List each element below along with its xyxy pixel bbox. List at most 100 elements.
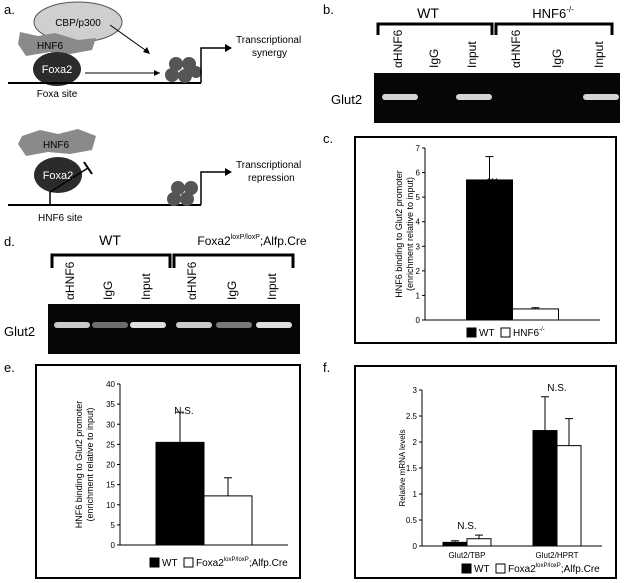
- gel-d-group2-label: Foxa2loxP/loxP;Alfp.Cre: [197, 234, 307, 248]
- f-bar-1-1: [556, 445, 582, 547]
- c-annotation-0: ***: [487, 177, 499, 188]
- e-y-label-line2: (enrichment relative to input): [85, 407, 95, 521]
- c-y-tick-label-0: 0: [416, 316, 421, 325]
- e-y-tick-label-2: 10: [106, 501, 115, 510]
- f-category-label-1: Glut2/HPRT: [536, 551, 579, 560]
- e-legend-label-0: WT: [162, 558, 178, 569]
- c-y-tick-label-7: 7: [416, 144, 421, 153]
- c-y-tick-label-4: 4: [416, 218, 421, 227]
- gel-b-bracket-1: [376, 22, 494, 35]
- d-band-4: [216, 322, 252, 328]
- c-y-tick-label-1: 1: [416, 291, 421, 300]
- c-legend-label-1: HNF6-/-: [513, 327, 545, 339]
- foxa2-label-top: Foxa2: [42, 64, 73, 76]
- foxa2-label-bottom: Foxa2: [43, 170, 74, 182]
- d-lane-label-0: αHNF6: [63, 261, 77, 300]
- e-bar-0-0: [155, 441, 205, 546]
- gel-d-bracket-2: [172, 253, 295, 268]
- e-legend-swatch-0: [149, 557, 160, 568]
- c-y-label-line1: HNF6 binding to Glut2 promoter: [394, 170, 404, 298]
- f-legend-label-0: WT: [474, 564, 490, 575]
- c-y-label-line2: (enrichment relative to input): [405, 177, 415, 291]
- f-legend-swatch-0: [461, 563, 472, 574]
- arrowhead-2: [143, 47, 150, 54]
- e-y-tick-label-7: 35: [106, 400, 115, 409]
- f-y-tick-label-3: 1.5: [406, 464, 418, 473]
- e-y-tick-label-6: 30: [106, 420, 115, 429]
- f-y-label: Relative mRNA levels: [398, 430, 407, 507]
- b-lane-label-3: αHNF6: [509, 29, 523, 68]
- c-y-tick-label-3: 3: [416, 242, 421, 251]
- b-lane-label-2: Input: [465, 41, 479, 68]
- b-band-5: [583, 94, 619, 100]
- c-bar-0-1: [512, 308, 559, 321]
- panel-a-label: a.: [4, 2, 15, 17]
- b-lane-label-4: IgG: [550, 49, 564, 68]
- e-y-tick-label-3: 15: [106, 481, 115, 490]
- b-lane-label-1: IgG: [427, 49, 441, 68]
- f-y-tick-label-0: 0: [413, 542, 418, 551]
- cbp-p300-label: CBP/p300: [55, 18, 101, 29]
- repression-bar: [83, 161, 93, 175]
- e-y-tick-label-8: 40: [106, 380, 115, 389]
- polymerase-complex-bottom: [167, 181, 198, 206]
- gel-d-row-label: Glut2: [4, 324, 35, 339]
- f-y-tick-label-2: 1: [413, 490, 418, 499]
- c-bar-0-0: [466, 179, 513, 321]
- f-legend-swatch-1: [495, 563, 506, 574]
- f-legend-label-1: Foxa2loxP/loxP;Alfp.Cre: [508, 563, 600, 575]
- d-lane-label-2: Input: [139, 273, 153, 300]
- f-bar-1-0: [532, 430, 558, 547]
- panel-f-frame: [354, 365, 617, 579]
- f-category-label-0: Glut2/TBP: [449, 551, 486, 560]
- gel-d-image: [48, 304, 300, 354]
- outcome-top-line2: synergy: [252, 48, 287, 59]
- e-y-tick-label-4: 20: [106, 461, 115, 470]
- b-band-2: [456, 94, 492, 100]
- b-lane-label-0: αHNF6: [391, 29, 405, 68]
- d-band-2: [130, 322, 166, 328]
- panel-d-label: d.: [4, 234, 15, 249]
- hnf6-shape-top: [18, 32, 96, 56]
- e-legend-swatch-1: [183, 557, 194, 568]
- panel-a: a. CBP/p300 HNF6 Foxa2 Foxa site Transcr…: [4, 1, 301, 224]
- d-lane-label-5: Input: [265, 273, 279, 300]
- arrowhead-1: [154, 70, 160, 76]
- e-y-label-line1: HNF6 binding to Glut2 promoter: [74, 401, 84, 529]
- c-y-tick-label-6: 6: [416, 169, 421, 178]
- tss-arrow-top: [200, 47, 228, 83]
- f-bar-0-0: [442, 541, 468, 547]
- foxa-site-label: Foxa site: [37, 89, 78, 100]
- gel-d-bracket-1: [50, 253, 172, 268]
- c-legend-swatch-1: [500, 327, 511, 338]
- d-lane-label-1: IgG: [101, 281, 115, 300]
- c-y-tick-label-5: 5: [416, 193, 421, 202]
- e-y-tick-label-0: 0: [111, 541, 116, 550]
- outcome-bottom-line1: Transcriptional: [236, 160, 301, 171]
- d-band-5: [256, 322, 292, 328]
- tss-arrowhead-bottom: [225, 168, 232, 176]
- tss-arrow-bottom: [200, 171, 228, 205]
- f-bar-0-1: [466, 538, 492, 547]
- foxa2-shape-top: [33, 52, 81, 86]
- b-lane-label-5: Input: [592, 41, 606, 68]
- gel-b-bracket-2: [494, 22, 614, 35]
- e-bar-0-1: [203, 495, 253, 546]
- f-y-tick-label-1: 0.5: [406, 516, 418, 525]
- arrow-cbp-to-pol: [109, 24, 149, 53]
- e-legend-label-1: Foxa2loxP/loxP;Alfp.Cre: [196, 557, 288, 569]
- panel-c-frame: [354, 136, 617, 344]
- d-lane-label-3: αHNF6: [185, 261, 199, 300]
- f-y-tick-label-5: 2.5: [406, 412, 418, 421]
- d-band-3: [176, 322, 212, 328]
- d-lane-label-4: IgG: [225, 281, 239, 300]
- panel-c-label: c.: [323, 131, 333, 146]
- gel-b-row-label: Glut2: [331, 92, 362, 107]
